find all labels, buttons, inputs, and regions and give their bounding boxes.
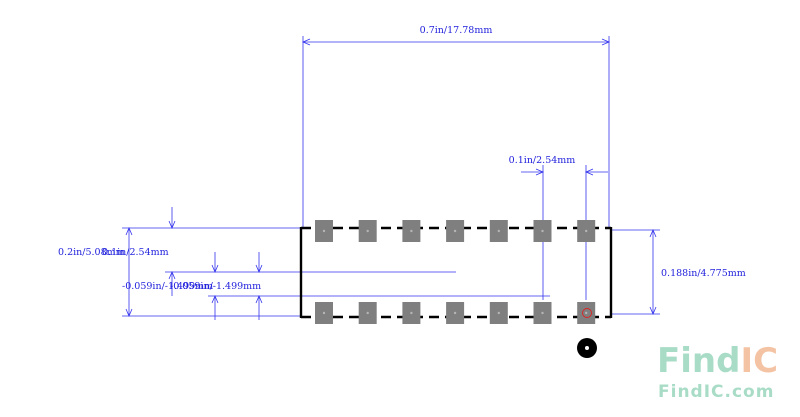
left-dim-d-label: -0.059in/-1.499mm (170, 281, 261, 292)
pad-top-center-4 (453, 229, 457, 233)
pad-bottom-center-1 (322, 311, 326, 315)
watermark-logo-ic: IC (740, 341, 778, 381)
left-dim-b-label: 0.1in/2.54mm (102, 247, 169, 258)
pad-bottom-center-5 (497, 311, 500, 315)
overall-width-label: 0.7in/17.78mm (420, 25, 493, 36)
findic-watermark: FindIC FindIC.com (657, 341, 778, 402)
pad-top-center-1 (322, 229, 326, 233)
pad-top-center-5 (497, 229, 500, 233)
pad-row-top (315, 220, 596, 242)
overall-width-dimension: 0.7in/17.78mm (301, 25, 611, 228)
watermark-domain-com: .com (725, 382, 775, 402)
pitch-label: 0.1in/2.54mm (509, 155, 576, 166)
pad-top-center-7 (585, 229, 588, 233)
watermark-logo-find: Find (657, 341, 740, 381)
pad-bottom-center-6 (541, 311, 544, 315)
svg-text:FindIC.com: FindIC.com (658, 382, 774, 402)
pad-bottom-center-3 (410, 311, 413, 315)
svg-text:FindIC: FindIC (657, 341, 778, 381)
pin1-indicator-dot (577, 338, 597, 358)
pad-row-bottom (315, 302, 596, 324)
left-dimensions: 0.2in/5.08mm 0.1in/2.54mm -0.059in/-1.49… (58, 207, 550, 320)
left-dim-a-label: 0.2in/5.08mm (58, 247, 125, 258)
watermark-domain-find: FindIC (658, 382, 725, 402)
pin1-marker-ring (582, 308, 592, 318)
pad-bottom-center-7 (585, 311, 588, 315)
row-spacing-label: 0.188in/4.775mm (661, 268, 746, 279)
left-dim-c-label: -0.059in/-1.499mm (122, 281, 213, 292)
row-spacing-dimension: 0.188in/4.775mm (612, 228, 746, 316)
pad-bottom-center-4 (453, 311, 457, 315)
pad-top-center-2 (366, 229, 369, 233)
package-outline (299, 226, 613, 319)
pad-top-center-6 (541, 229, 544, 233)
pad-bottom-center-2 (366, 311, 369, 315)
pad-top-center-3 (410, 229, 413, 233)
